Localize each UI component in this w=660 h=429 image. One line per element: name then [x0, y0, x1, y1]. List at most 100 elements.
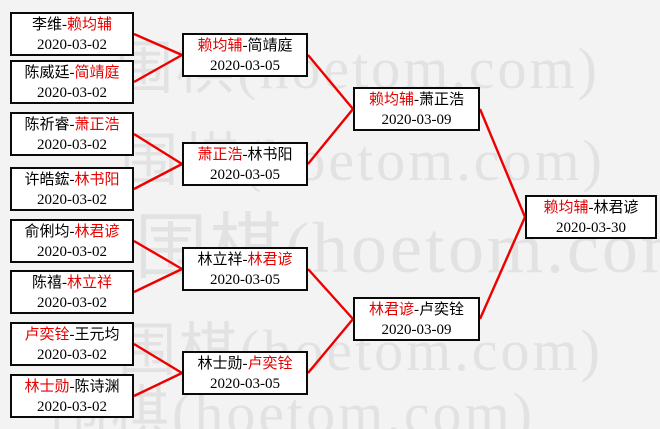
player1-name: 林君谚	[368, 302, 414, 318]
match-box-r1-4: 许皓鋐-林书阳 2020-03-02	[10, 167, 134, 211]
player1-name: 许皓鋐	[24, 172, 70, 188]
match-box-r1-2: 陈威廷-简靖庭 2020-03-02	[10, 60, 134, 104]
matchup: 林士勋-卢奕铨	[184, 354, 306, 374]
player2-name: 卢奕铨	[247, 356, 293, 372]
player1-name: 俞俐均	[24, 224, 70, 240]
separator: -	[69, 65, 75, 81]
match-date: 2020-03-05	[210, 167, 280, 183]
player2-name: 林君谚	[74, 224, 120, 240]
separator: -	[242, 252, 248, 268]
player2-name: 卢奕铨	[419, 302, 465, 318]
match-box-r1-1: 李维-赖均辅 2020-03-02	[10, 12, 134, 56]
matchup: 赖均辅-林君谚	[527, 198, 655, 218]
separator: -	[242, 356, 248, 372]
match-date: 2020-03-02	[37, 85, 107, 101]
match-box-r2-1: 赖均辅-简靖庭 2020-03-05	[182, 33, 308, 77]
player1-name: 赖均辅	[543, 200, 589, 216]
matchup: 林君谚-卢奕铨	[355, 300, 478, 320]
matchup: 李维-赖均辅	[12, 15, 132, 35]
connector-line	[133, 53, 183, 84]
match-box-sf-2: 林君谚-卢奕铨 2020-03-09	[353, 297, 480, 341]
matchup: 林士勋-陈诗渊	[12, 377, 132, 397]
match-box-r2-4: 林士勋-卢奕铨 2020-03-05	[182, 351, 308, 395]
player2-name: 王元均	[74, 327, 120, 343]
match-date: 2020-03-30	[556, 220, 626, 236]
player2-name: 林君谚	[593, 200, 639, 216]
connector-line	[133, 239, 183, 271]
player2-name: 陈诗渊	[74, 379, 120, 395]
separator: -	[69, 117, 75, 133]
player1-name: 林立祥	[197, 252, 243, 268]
match-date: 2020-03-05	[210, 272, 280, 288]
connector-line	[133, 342, 183, 375]
player2-name: 萧正浩	[419, 92, 465, 108]
matchup: 许皓鋐-林书阳	[12, 170, 132, 190]
separator: -	[69, 327, 75, 343]
connector-line	[133, 132, 183, 166]
separator: -	[62, 275, 67, 291]
matchup: 赖均辅-萧正浩	[355, 90, 478, 110]
matchup: 陈祈睿-萧正浩	[12, 115, 132, 135]
player2-name: 林君谚	[247, 252, 293, 268]
connector-line	[307, 54, 354, 110]
matchup: 俞俐均-林君谚	[12, 222, 132, 242]
connector-line	[478, 108, 527, 218]
player1-name: 陈祈睿	[24, 117, 70, 133]
match-box-r2-2: 萧正浩-林书阳 2020-03-05	[182, 142, 308, 186]
connector-line	[307, 268, 354, 320]
player2-name: 萧正浩	[74, 117, 120, 133]
separator: -	[69, 172, 75, 188]
player2-name: 林书阳	[74, 172, 120, 188]
match-box-r1-8: 林士勋-陈诗渊 2020-03-02	[10, 374, 134, 418]
separator: -	[69, 224, 75, 240]
separator: -	[588, 200, 594, 216]
separator: -	[69, 379, 75, 395]
matchup: 萧正浩-林书阳	[184, 145, 306, 165]
player1-name: 林士勋	[197, 356, 243, 372]
match-date: 2020-03-02	[37, 399, 107, 415]
player2-name: 赖均辅	[67, 17, 113, 33]
player1-name: 林士勋	[24, 379, 70, 395]
separator: -	[62, 17, 67, 33]
separator: -	[414, 92, 419, 108]
separator: -	[414, 302, 419, 318]
match-date: 2020-03-09	[381, 322, 452, 338]
player1-name: 李维	[31, 17, 62, 33]
match-date: 2020-03-02	[37, 347, 107, 363]
connector-line	[133, 32, 183, 57]
separator: -	[242, 38, 248, 54]
match-box-r1-6: 陈禧-林立祥 2020-03-02	[10, 270, 134, 314]
matchup: 林立祥-林君谚	[184, 250, 306, 270]
player2-name: 简靖庭	[247, 38, 293, 54]
connector-line	[478, 216, 527, 320]
player2-name: 简靖庭	[74, 65, 120, 81]
match-box-sf-1: 赖均辅-萧正浩 2020-03-09	[353, 87, 480, 131]
connector-line	[133, 162, 183, 191]
player1-name: 赖均辅	[368, 92, 414, 108]
player2-name: 林立祥	[67, 275, 113, 291]
match-date: 2020-03-05	[210, 58, 280, 74]
separator: -	[242, 147, 248, 163]
match-box-r1-5: 俞俐均-林君谚 2020-03-02	[10, 219, 134, 263]
match-date: 2020-03-05	[210, 376, 280, 392]
match-box-r1-3: 陈祈睿-萧正浩 2020-03-02	[10, 112, 134, 156]
match-box-r2-3: 林立祥-林君谚 2020-03-05	[182, 247, 308, 291]
connector-line	[133, 267, 183, 294]
match-box-final: 赖均辅-林君谚 2020-03-30	[525, 195, 657, 239]
player1-name: 陈威廷	[24, 65, 70, 81]
match-date: 2020-03-02	[37, 192, 107, 208]
matchup: 陈禧-林立祥	[12, 273, 132, 293]
connector-line	[307, 318, 354, 374]
match-date: 2020-03-02	[37, 137, 107, 153]
player2-name: 林书阳	[247, 147, 293, 163]
player1-name: 赖均辅	[197, 38, 243, 54]
matchup: 赖均辅-简靖庭	[184, 36, 306, 56]
match-date: 2020-03-02	[37, 295, 107, 311]
match-date: 2020-03-02	[37, 37, 107, 53]
matchup: 卢奕铨-王元均	[12, 325, 132, 345]
player1-name: 卢奕铨	[24, 327, 70, 343]
match-date: 2020-03-09	[381, 112, 452, 128]
matchup: 陈威廷-简靖庭	[12, 63, 132, 83]
